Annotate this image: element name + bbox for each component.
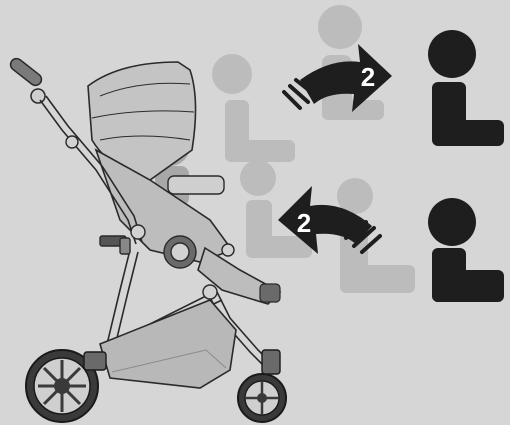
- rear-wheel-mount: [84, 352, 106, 370]
- front-wheel: [238, 350, 286, 422]
- reclined-child-icon: [428, 198, 504, 302]
- upright-child-icon: [428, 30, 504, 146]
- bumper-bar[interactable]: [168, 176, 224, 194]
- storage-basket: [100, 300, 236, 388]
- step-number-label: 2: [361, 62, 375, 92]
- step-number-label: 2: [297, 208, 311, 238]
- push-handle[interactable]: [8, 56, 45, 103]
